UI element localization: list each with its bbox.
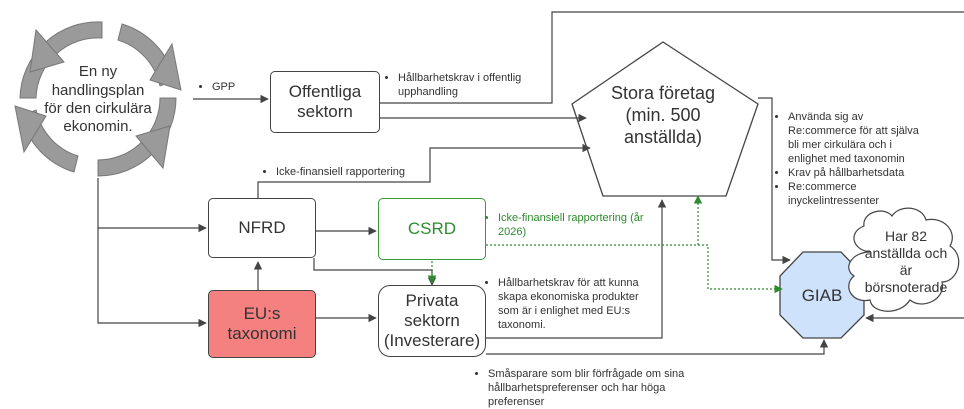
note-gpp: GPP [200, 80, 235, 94]
stora-foretag-pentagon [571, 41, 759, 197]
giab-label[interactable]: GIAB [801, 285, 843, 305]
note-privata-krav-item: Hållbarhetskrav för att kunna skapa ekon… [498, 276, 656, 332]
note-smasparare-item: Småsparare som blir förfrågade om sina h… [488, 367, 686, 409]
cycle-label: En ny handlingsplan för den cirkulära ek… [44, 63, 152, 136]
cycle-arrows-icon [14, 21, 182, 177]
note-stora-list-item: Re:commerce inyckelintressenter [788, 180, 926, 208]
note-icke-finansiell-item: Icke-finansiell rapportering [276, 165, 405, 179]
privata-sektorn-box[interactable]: Privata sektorn (Investerare) [378, 285, 486, 357]
note-icke-finansiell: Icke-finansiell rapportering [264, 165, 405, 179]
note-hallbarhetskrav-offentlig-item: Hållbarhetskrav i offentlig upphandling [398, 71, 546, 99]
note-stora-list-item: Använda sig av Re:commerce för att själv… [788, 110, 926, 166]
cloud-label: Har 82 anställda och är börsnoterade [864, 228, 948, 295]
note-csrd: Icke-finansiell rapportering (år 2026) [486, 211, 646, 239]
note-hallbarhetskrav-offentlig: Hållbarhetskrav i offentlig upphandling [386, 71, 546, 99]
note-csrd-item: Icke-finansiell rapportering (år 2026) [498, 211, 646, 239]
nfrd-box[interactable]: NFRD [208, 198, 316, 258]
cloud-shape [848, 207, 960, 312]
note-gpp-item: GPP [212, 80, 235, 94]
note-stora-list-item: Krav på hållbarhetsdata [788, 166, 926, 180]
note-smasparare: Småsparare som blir förfrågade om sina h… [476, 367, 686, 409]
csrd-box[interactable]: CSRD [378, 198, 486, 260]
eu-taxonomi-box[interactable]: EU:s taxonomi [208, 290, 316, 358]
stora-foretag-label[interactable]: Stora företag (min. 500 anställda) [610, 83, 716, 147]
note-privata-krav: Hållbarhetskrav för att kunna skapa ekon… [486, 276, 656, 332]
offentliga-sektorn-box[interactable]: Offentliga sektorn [270, 71, 380, 133]
note-stora-list: Använda sig av Re:commerce för att själv… [776, 110, 926, 209]
